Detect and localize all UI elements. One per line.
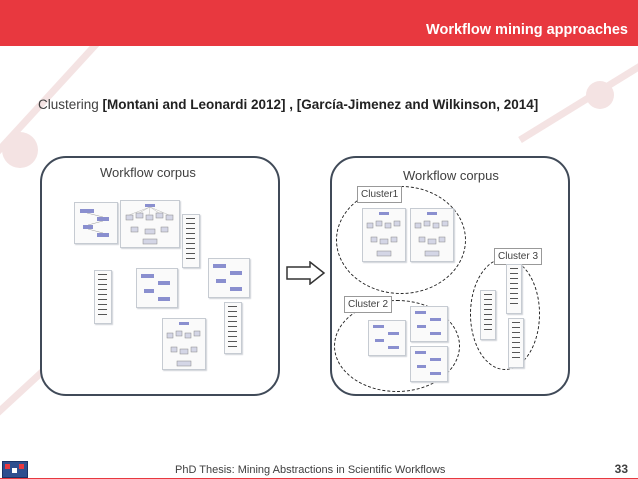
left-corpus-label: Workflow corpus (100, 165, 196, 180)
workflow-thumbnail (94, 270, 112, 324)
workflow-thumbnail (410, 346, 448, 382)
workflow-thumbnail (120, 200, 180, 248)
workflow-thumbnail (506, 264, 522, 314)
university-logo-icon (2, 461, 28, 478)
workflow-thumbnail (162, 318, 206, 370)
workflow-thumbnail (410, 306, 448, 342)
workflow-thumbnail (410, 208, 454, 262)
footer-thesis-title: PhD Thesis: Mining Abstractions in Scien… (175, 464, 446, 476)
workflow-thumbnail (74, 202, 118, 244)
workflow-thumbnail (368, 320, 406, 356)
page-number: 33 (614, 462, 628, 476)
right-corpus-label: Workflow corpus (403, 168, 499, 183)
cluster-3-label: Cluster 3 (494, 248, 543, 265)
workflow-thumbnail (480, 290, 496, 340)
right-arrow-icon (286, 261, 326, 285)
slide-title: Workflow mining approaches (426, 22, 628, 38)
workflow-thumbnail (224, 302, 242, 354)
workflow-thumbnail (182, 214, 200, 268)
workflow-thumbnail (508, 318, 524, 368)
slide-header: Workflow mining approaches (0, 0, 638, 46)
slide-subtitle: Clustering [Montani and Leonardi 2012] ,… (38, 97, 538, 112)
cluster-2-label: Cluster 2 (344, 296, 393, 313)
cluster-2-ellipse (334, 300, 460, 392)
workflow-thumbnail (136, 268, 178, 308)
workflow-thumbnail (208, 258, 250, 298)
workflow-thumbnail (362, 208, 406, 262)
subtitle-references: [Montani and Leonardi 2012] , [García-Ji… (102, 97, 539, 112)
subtitle-prefix: Clustering (38, 97, 103, 112)
cluster-1-label: Cluster1 (357, 186, 403, 203)
